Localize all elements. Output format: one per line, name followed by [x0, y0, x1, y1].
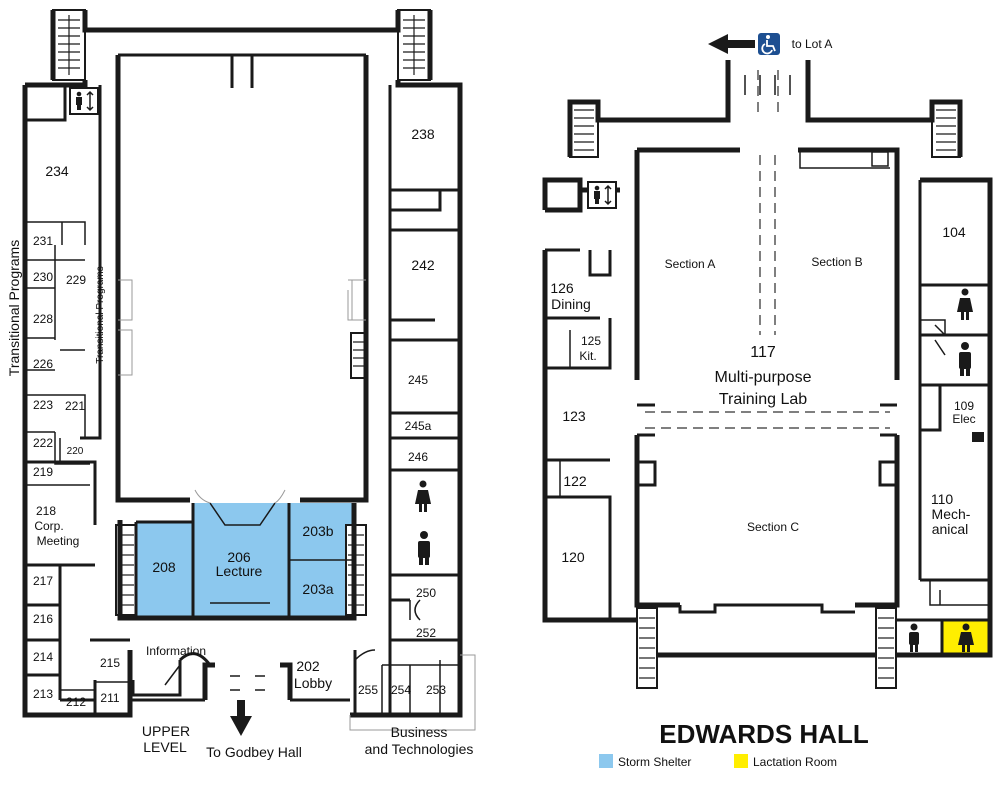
room-202-name: Lobby: [294, 675, 332, 691]
transitional-programs-inner-label: Transitional Programs: [95, 266, 106, 363]
lot-a-direction[interactable]: to Lot A: [792, 37, 833, 51]
building-title: EDWARDS HALL: [659, 719, 869, 749]
legend-swatch-lactation-room: [734, 754, 748, 768]
room-215: 215: [100, 656, 120, 670]
stair-ll-top-left: [569, 101, 599, 158]
stair-ll-top-right: [931, 101, 961, 158]
room-117-line3: Training Lab: [719, 391, 807, 408]
level-label-upper: UPPER: [142, 723, 190, 739]
room-255: 255: [358, 683, 378, 697]
room-104: 104: [942, 224, 966, 240]
elevator-icon: [587, 181, 617, 209]
restroom-women-icon: [958, 623, 974, 652]
room-231: 231: [33, 234, 53, 248]
room-214: 214: [33, 650, 53, 664]
room-122: 122: [563, 473, 587, 489]
room-220: 220: [67, 446, 84, 457]
room-254: 254: [391, 683, 411, 697]
room-126-number: 126: [550, 280, 574, 296]
room-218-line3: Meeting: [37, 534, 80, 548]
room-223: 223: [33, 398, 53, 412]
stair-ul-top-left: [52, 9, 86, 81]
room-250: 250: [416, 586, 436, 600]
business-direction-line1[interactable]: Business: [391, 724, 448, 740]
section-b: Section B: [811, 255, 862, 269]
room-123: 123: [562, 408, 586, 424]
room-125-name: Kit.: [579, 349, 596, 363]
transitional-programs-label: Transitional Programs: [6, 240, 22, 376]
godbey-direction[interactable]: To Godbey Hall: [206, 744, 302, 760]
room-110-number: 110: [931, 491, 954, 507]
room-217: 217: [33, 574, 53, 588]
accessible-icon: [758, 33, 780, 55]
stair-ul-mid-right: [350, 332, 368, 379]
room-203a: 203a: [302, 581, 333, 597]
level-label-level: LEVEL: [143, 739, 187, 755]
room-238: 238: [411, 126, 435, 142]
room-206-number: 206: [227, 549, 251, 565]
room-230: 230: [33, 270, 53, 284]
upper-level-plan: 234 231 230 229 228 226 223 221 222 220 …: [6, 9, 476, 760]
room-202-number: 202: [296, 658, 320, 674]
room-125-number: 125: [581, 334, 601, 348]
room-110-line3: anical: [932, 521, 969, 537]
room-245: 245: [408, 373, 428, 387]
section-a: Section A: [665, 257, 716, 271]
storm-shelter-208[interactable]: [136, 522, 193, 618]
room-245a: 245a: [405, 419, 432, 433]
stair-ul-top-right: [397, 9, 431, 81]
room-228: 228: [33, 312, 53, 326]
arrow-down-icon: [230, 700, 252, 736]
room-234: 234: [45, 163, 69, 179]
room-211: 211: [100, 691, 119, 705]
elevator-icon: [69, 87, 99, 115]
legend-swatch-storm-shelter: [599, 754, 613, 768]
room-229: 229: [66, 273, 86, 287]
room-246: 246: [408, 450, 428, 464]
room-253: 253: [426, 683, 446, 697]
restroom-men-icon: [418, 531, 430, 565]
room-219: 219: [33, 465, 53, 479]
room-218-number: 218: [36, 504, 56, 518]
room-226: 226: [33, 357, 53, 371]
arrow-left-icon: [708, 34, 755, 54]
room-120: 120: [561, 549, 585, 565]
room-109-name: Elec: [952, 412, 975, 426]
room-218-line2: Corp.: [34, 519, 63, 533]
stair-ll-bottom-right: [875, 607, 897, 689]
storm-shelter-206[interactable]: [193, 503, 289, 618]
room-208: 208: [152, 559, 176, 575]
lower-level-plan: to Lot A 104 126 Dining 125 Kit. 123 122…: [542, 33, 993, 689]
section-c: Section C: [747, 520, 799, 534]
information-label: Information: [146, 644, 206, 658]
room-203b: 203b: [302, 523, 333, 539]
room-213: 213: [33, 687, 53, 701]
room-110-line2: Mech-: [932, 506, 971, 522]
room-126-name: Dining: [551, 296, 591, 312]
room-117-line2: Multi-purpose: [715, 369, 812, 386]
restroom-women-icon: [415, 480, 431, 512]
room-109-number: 109: [954, 399, 974, 413]
room-212: 212: [66, 695, 86, 709]
room-206-name: Lecture: [216, 563, 263, 579]
stair-ll-bottom-left: [636, 607, 658, 689]
room-221: 221: [65, 399, 85, 413]
restroom-men-icon: [959, 342, 971, 376]
room-216: 216: [33, 612, 53, 626]
restroom-men-icon: [909, 623, 919, 652]
business-direction-line2[interactable]: and Technologies: [365, 741, 474, 757]
room-252: 252: [416, 626, 436, 640]
restroom-women-icon: [957, 288, 973, 320]
legend-label-lactation-room: Lactation Room: [753, 755, 837, 769]
legend: Storm Shelter Lactation Room: [599, 754, 837, 769]
room-242: 242: [411, 257, 435, 273]
legend-label-storm-shelter: Storm Shelter: [618, 755, 691, 769]
room-117-number: 117: [750, 344, 776, 361]
room-222: 222: [33, 436, 53, 450]
